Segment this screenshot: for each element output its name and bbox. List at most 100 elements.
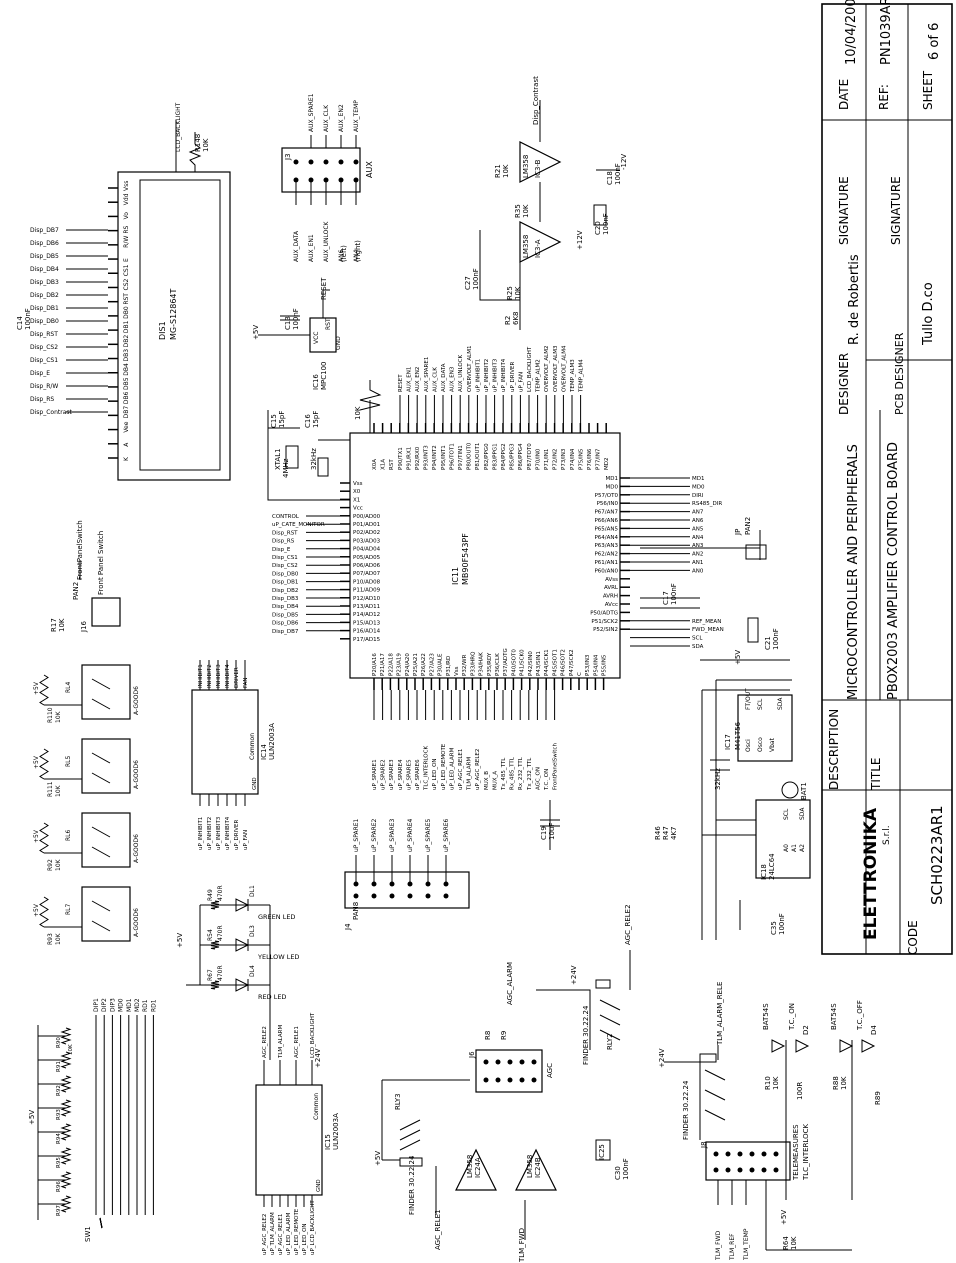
lcd-pin-db7: DB7 xyxy=(123,406,130,419)
mcu-left-pin: P00/AD00 xyxy=(353,514,381,520)
mcu-right-net: MD1 xyxy=(692,476,704,482)
uln2-input: uP_LCD_BACKLIGHT xyxy=(310,1200,316,1255)
spare-label: PAN8 xyxy=(352,902,360,920)
agc-opamp-b-part: LM358 xyxy=(526,1155,534,1178)
mcu-right-net: AN1 xyxy=(692,560,703,566)
relay-ref: RL5 xyxy=(65,755,72,767)
tlm-net-tc-on: T.C._ON xyxy=(788,1003,796,1031)
uln2-ref: IC15 xyxy=(324,1134,332,1150)
agc-r9: R9 xyxy=(500,1031,508,1040)
lcd-part: MG-S12864T xyxy=(169,288,178,340)
pcb-designer-label: PCB DESIGNER xyxy=(893,332,906,415)
dip-rval: 10K xyxy=(68,1044,74,1055)
xtal2-val: 32kHz xyxy=(310,448,318,470)
r21-ref: R21 xyxy=(494,164,502,178)
lcd-pin-r/w: R/W xyxy=(123,236,130,248)
mcu-top-net: TEMP_ALM4 xyxy=(579,359,585,393)
mcu-bottom-pin: P54/IN4 xyxy=(593,654,599,676)
mcu-right-pin: MD0 xyxy=(606,484,619,490)
rtc-pin-osci: Osci xyxy=(745,739,752,752)
mcu-bottom-net: Tx_485_TTL xyxy=(501,757,507,791)
fp-r-ref: R17 xyxy=(50,618,58,632)
mcu-top-net: AUX_CLK xyxy=(432,367,438,392)
agc-ref: J6 xyxy=(468,1051,476,1059)
mcu-left-pin: P05/AD05 xyxy=(353,555,381,561)
description-text: MICROCONTROLLER AND PERIPHERALS xyxy=(846,444,861,700)
led-label: GREEN LED xyxy=(258,913,295,921)
c18-ref: C18 xyxy=(606,171,614,185)
agc-opamp-b: IC24B xyxy=(534,1157,542,1178)
uln1-ref: IC14 xyxy=(260,744,268,760)
mcu-right-pin: P51/SCK2 xyxy=(591,619,618,625)
mcu-top-pin: P74/IN4 xyxy=(570,448,576,470)
mcu-bottom-pin: P35/RDY xyxy=(487,652,493,676)
signature2-label: SIGNATURE xyxy=(889,176,903,245)
tlm-r10: R10 xyxy=(764,1076,772,1090)
mcu-right-pin: AVRL xyxy=(604,585,619,591)
mcu-left-pin: X1 xyxy=(353,497,360,503)
fp-r-val: 10K xyxy=(58,618,66,632)
relay-part: A-GOOD6 xyxy=(133,908,140,937)
lcd-display: DIS1 MG-S12864T KAVeeDB7DB6DB5DB4DB3DB2D… xyxy=(16,102,231,481)
rly3-ref: RLY3 xyxy=(394,1093,402,1110)
mcu-right-pin: P52/SIN2 xyxy=(593,627,618,633)
r21-val: 10K xyxy=(502,164,510,178)
rtc-part: M41T56 xyxy=(734,721,742,750)
lcd-pin-db1: DB1 xyxy=(123,320,130,333)
mcu-bottom-pin: P44/SCK1 xyxy=(544,649,550,676)
mcu-right-pin: AVss xyxy=(605,577,618,583)
dip-res: R96 xyxy=(56,1181,62,1192)
mcu-top-net: OVERVOLT_ALM3 xyxy=(553,345,559,392)
rtc-pin-ftout: FT/OUT xyxy=(745,688,752,710)
company-logo: ELETTRONIKA xyxy=(861,807,881,940)
mcu-right-pin: AVRH xyxy=(603,594,618,600)
mcu-bottom-net: uP_LED_ALARM xyxy=(449,747,455,790)
dip-res: R97 xyxy=(56,1205,62,1216)
tlm-r64: R64 xyxy=(782,1236,790,1250)
mcu-bottom-net: TLC_INTERLOCK xyxy=(424,746,430,791)
r2-val: 6K8 xyxy=(512,312,520,326)
reset-c-ref: C13 xyxy=(284,316,292,330)
uln1-common: Common xyxy=(249,733,256,760)
lcd-pin-db3: DB3 xyxy=(123,349,130,362)
dip-supply: +5V xyxy=(28,1110,36,1125)
aux-label: AUX xyxy=(365,161,374,178)
lcd-net: Disp_R/W xyxy=(30,383,58,390)
dip-res: R91 xyxy=(56,1061,62,1072)
mcu-right-net: AN2 xyxy=(692,552,703,558)
relay-res-val: 10K xyxy=(55,710,62,723)
mcu-top-pin: P71/IN1 xyxy=(544,449,550,470)
mcu-top-pin: P70/IN0 xyxy=(535,448,541,470)
spare-ref: J4 xyxy=(344,923,352,931)
signature-label: SIGNATURE xyxy=(837,176,851,245)
mcu-top-pin: P87/TOT0 xyxy=(527,443,533,470)
tlm-ref: J8 xyxy=(700,1141,708,1149)
mcu-right-net: AN0 xyxy=(692,568,704,574)
lcd-pin-rs: RS xyxy=(123,225,130,233)
tlm-rly-part: FINDER 30.22.24 xyxy=(682,1080,690,1140)
date-value: 10/04/2003 xyxy=(844,0,859,65)
fp-ref: J16 xyxy=(80,620,88,633)
mcu-left-pin: P17/AD15 xyxy=(353,637,381,643)
uln2-gnd: GND xyxy=(316,1179,322,1192)
rly2-part: FINDER 30.22.24 xyxy=(582,1005,590,1065)
tlm-r64-val: 10K xyxy=(790,1236,798,1250)
sheet-value: 6 of 6 xyxy=(927,23,942,60)
mcu-top-pin: P80/OUT0 xyxy=(467,442,473,470)
mcu-bottom-pin: P34/HAK xyxy=(479,652,485,676)
mcu-right-net: SCL xyxy=(692,636,703,642)
mcu-ref: IC11 xyxy=(451,567,460,585)
lcd-ref: DIS1 xyxy=(158,321,167,340)
mcu-top-net: TEMP_ALM2 xyxy=(536,359,542,393)
mcu-top-net: TEMP_ALM3 xyxy=(570,359,576,393)
mcu-top-pin: P76/IN6 xyxy=(587,448,593,470)
mcu-bottom-pin: P21/A17 xyxy=(380,653,386,676)
mcu-bottom-pin: P55/IN5 xyxy=(602,654,608,676)
c27-val: 100nF xyxy=(472,268,480,290)
reset-supply: +5V xyxy=(252,325,260,340)
title-label: TITLE xyxy=(869,758,883,791)
dip-res: R95 xyxy=(56,1157,62,1168)
agc-opamp-a: IC24A xyxy=(474,1157,482,1178)
jp-conn: PAN2 xyxy=(744,517,752,535)
